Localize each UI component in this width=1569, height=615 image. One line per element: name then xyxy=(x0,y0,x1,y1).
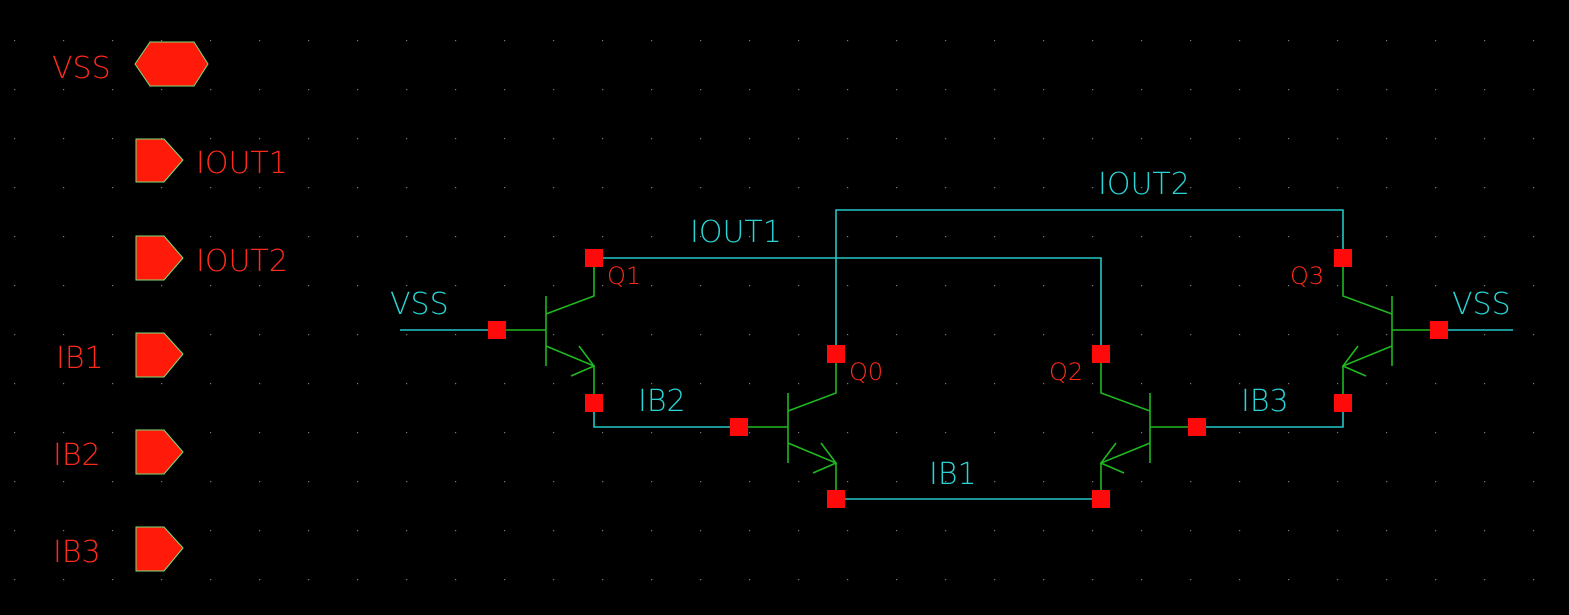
output-pin-icon xyxy=(135,138,184,183)
transistor-q2[interactable] xyxy=(1099,354,1197,499)
wire-iout1[interactable] xyxy=(594,257,1102,354)
pin-label-iout1: IOUT1 xyxy=(196,146,288,181)
inout-pin-icon xyxy=(134,41,209,87)
instance-label-q0: Q0 xyxy=(849,358,883,386)
pin-label-ib1: IB1 xyxy=(56,341,104,376)
pin-list: VSS IOUT1 IOUT2 IB1 IB2 IB3 xyxy=(52,41,288,572)
net-label-iout2: IOUT2 xyxy=(1098,167,1190,202)
pin-ib2[interactable]: IB2 xyxy=(53,429,184,475)
instance-label-q3: Q3 xyxy=(1290,262,1324,290)
input-pin-icon xyxy=(135,526,184,572)
net-label-ib3: IB3 xyxy=(1241,384,1289,419)
terminal[interactable] xyxy=(1334,394,1352,412)
net-label-vss-right: VSS xyxy=(1452,287,1511,322)
terminal[interactable] xyxy=(1092,490,1110,508)
terminal[interactable] xyxy=(827,490,845,508)
pin-vss[interactable]: VSS xyxy=(52,41,209,87)
terminal[interactable] xyxy=(827,345,845,363)
terminal[interactable] xyxy=(730,418,748,436)
pin-ib3[interactable]: IB3 xyxy=(53,526,184,572)
wire-iout2[interactable] xyxy=(835,209,1344,354)
output-pin-icon xyxy=(135,235,184,281)
net-label-ib1: IB1 xyxy=(929,457,977,492)
input-pin-icon xyxy=(135,332,184,378)
pin-label-vss: VSS xyxy=(52,51,111,86)
pin-iout2[interactable]: IOUT2 xyxy=(135,235,288,281)
pin-ib1[interactable]: IB1 xyxy=(56,332,184,378)
net-label-iout1: IOUT1 xyxy=(690,215,782,250)
input-pin-icon xyxy=(135,429,184,475)
net-label-ib2: IB2 xyxy=(638,384,686,419)
terminal[interactable] xyxy=(1334,249,1352,267)
pin-label-ib2: IB2 xyxy=(53,438,101,473)
instance-labels: Q1 Q0 Q2 Q3 xyxy=(607,262,1324,386)
net-label-vss-left: VSS xyxy=(390,287,449,322)
pin-iout1[interactable]: IOUT1 xyxy=(135,138,288,183)
pin-label-ib3: IB3 xyxy=(53,535,101,570)
terminals xyxy=(488,249,1448,508)
pin-label-iout2: IOUT2 xyxy=(196,244,288,279)
terminal[interactable] xyxy=(585,394,603,412)
transistor-q0[interactable] xyxy=(739,354,838,499)
instance-label-q1: Q1 xyxy=(607,262,641,290)
terminal[interactable] xyxy=(1092,345,1110,363)
terminal[interactable] xyxy=(585,249,603,267)
net-labels: IOUT2 IOUT1 VSS VSS IB2 IB1 IB3 xyxy=(390,167,1511,492)
terminal[interactable] xyxy=(488,321,506,339)
terminal[interactable] xyxy=(1188,418,1206,436)
terminal[interactable] xyxy=(1430,321,1448,339)
instance-label-q2: Q2 xyxy=(1049,358,1083,386)
